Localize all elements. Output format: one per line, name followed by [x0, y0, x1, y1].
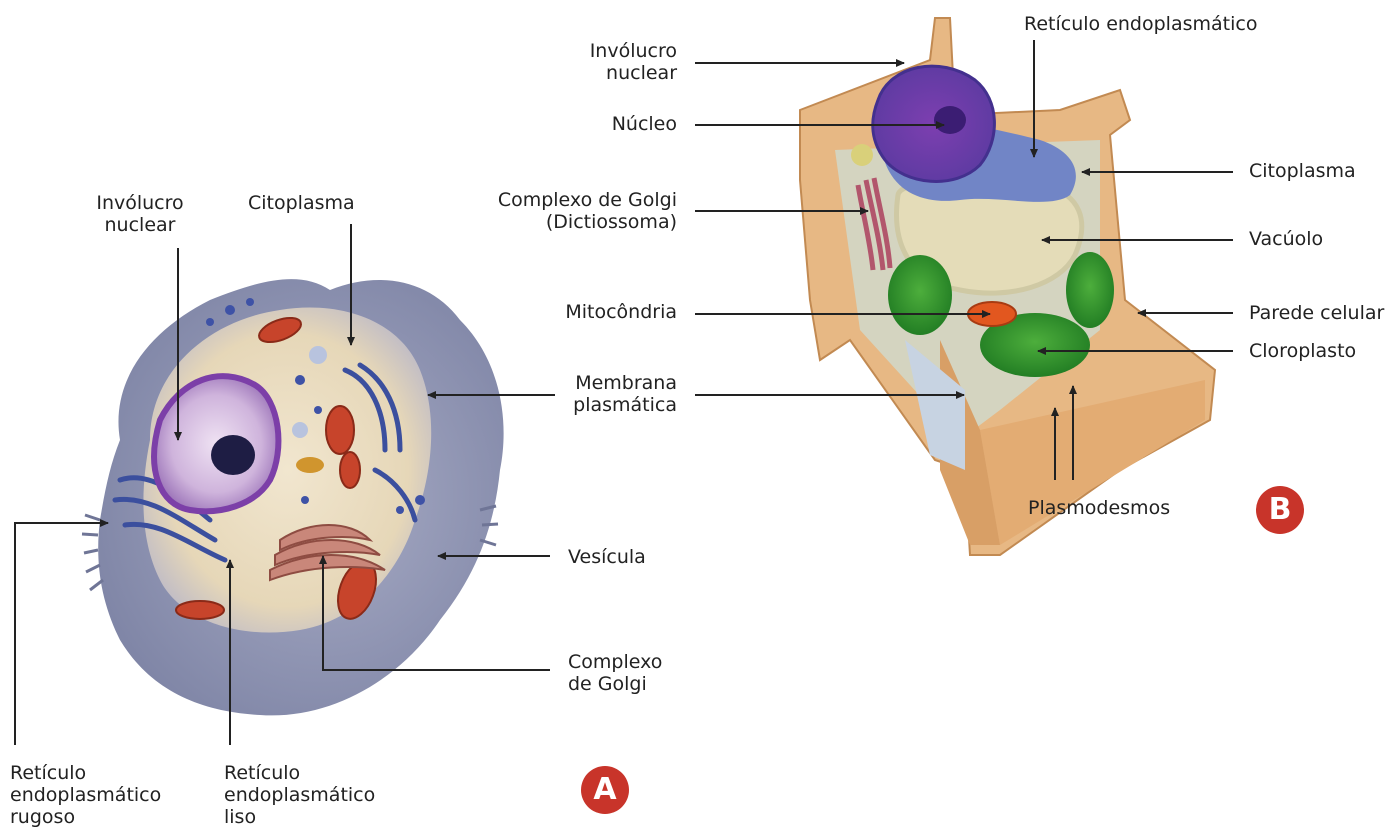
plant-cell-illustration	[800, 18, 1215, 555]
label-line: de Golgi	[568, 673, 662, 695]
label-involucro-nuclear-b: Invólucro nuclear	[540, 40, 677, 84]
label-line: Invólucro	[540, 40, 677, 62]
label-line: nuclear	[85, 214, 195, 236]
label-parede-celular: Parede celular	[1249, 302, 1384, 324]
label-membrana-plasmatica-a: Membrana plasmática	[550, 372, 677, 416]
label-nucleo: Núcleo	[540, 113, 677, 135]
animal-cell-illustration	[82, 279, 504, 715]
label-line: endoplasmático	[10, 784, 161, 806]
label-reticulo-liso: Retículo endoplasmático liso	[224, 762, 375, 828]
label-complexo-golgi-b: Complexo de Golgi (Dictiossoma)	[470, 189, 677, 233]
label-vacuolo: Vacúolo	[1249, 228, 1323, 250]
label-line: liso	[224, 806, 375, 828]
label-line: Retículo	[10, 762, 161, 784]
label-line: Retículo	[224, 762, 375, 784]
label-reticulo-endoplasmatico-b: Retículo endoplasmático	[1024, 13, 1257, 35]
panel-badge-a: A	[581, 766, 629, 814]
label-line: endoplasmático	[224, 784, 375, 806]
label-mitocondria: Mitocôndria	[520, 301, 677, 323]
label-reticulo-rugoso: Retículo endoplasmático rugoso	[10, 762, 161, 828]
label-line: plasmática	[550, 394, 677, 416]
panel-badge-b: B	[1256, 486, 1304, 534]
label-citoplasma-b: Citoplasma	[1249, 160, 1356, 182]
label-line: Complexo	[568, 651, 662, 673]
label-citoplasma-a: Citoplasma	[248, 192, 355, 214]
label-involucro-nuclear-a: Invólucro nuclear	[85, 192, 195, 236]
label-line: rugoso	[10, 806, 161, 828]
label-cloroplasto: Cloroplasto	[1249, 340, 1356, 362]
label-complexo-golgi-a: Complexo de Golgi	[568, 651, 662, 695]
label-line: Invólucro	[85, 192, 195, 214]
label-line: nuclear	[540, 62, 677, 84]
label-plasmodesmos: Plasmodesmos	[1028, 497, 1170, 519]
label-line: (Dictiossoma)	[470, 211, 677, 233]
label-vesicula: Vesícula	[568, 546, 646, 568]
label-line: Complexo de Golgi	[470, 189, 677, 211]
label-line: Membrana	[550, 372, 677, 394]
